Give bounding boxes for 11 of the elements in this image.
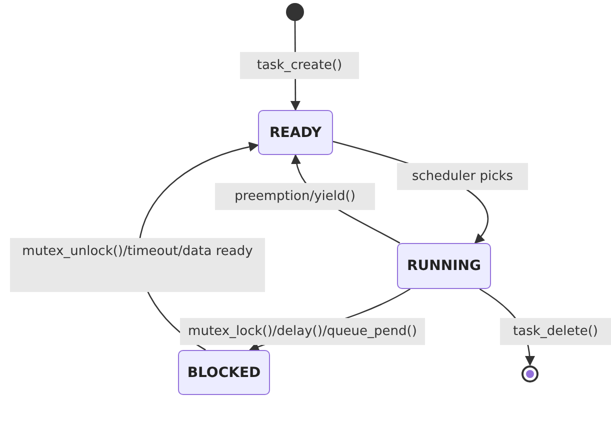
edge-label: mutex_unlock()/timeout/data ready — [10, 238, 265, 292]
edge-label: task_delete() — [500, 318, 611, 345]
end-state-icon — [521, 365, 539, 383]
state-box: READY — [258, 110, 333, 155]
start-state-icon — [286, 3, 304, 21]
edge-label: scheduler picks — [397, 163, 528, 190]
state-box: BLOCKED — [178, 350, 270, 395]
edge-label: task_create() — [240, 52, 359, 79]
edge-label: preemption/yield() — [215, 183, 375, 210]
edge-label: mutex_lock()/delay()/queue_pend() — [180, 318, 425, 345]
state-box: RUNNING — [397, 243, 491, 289]
